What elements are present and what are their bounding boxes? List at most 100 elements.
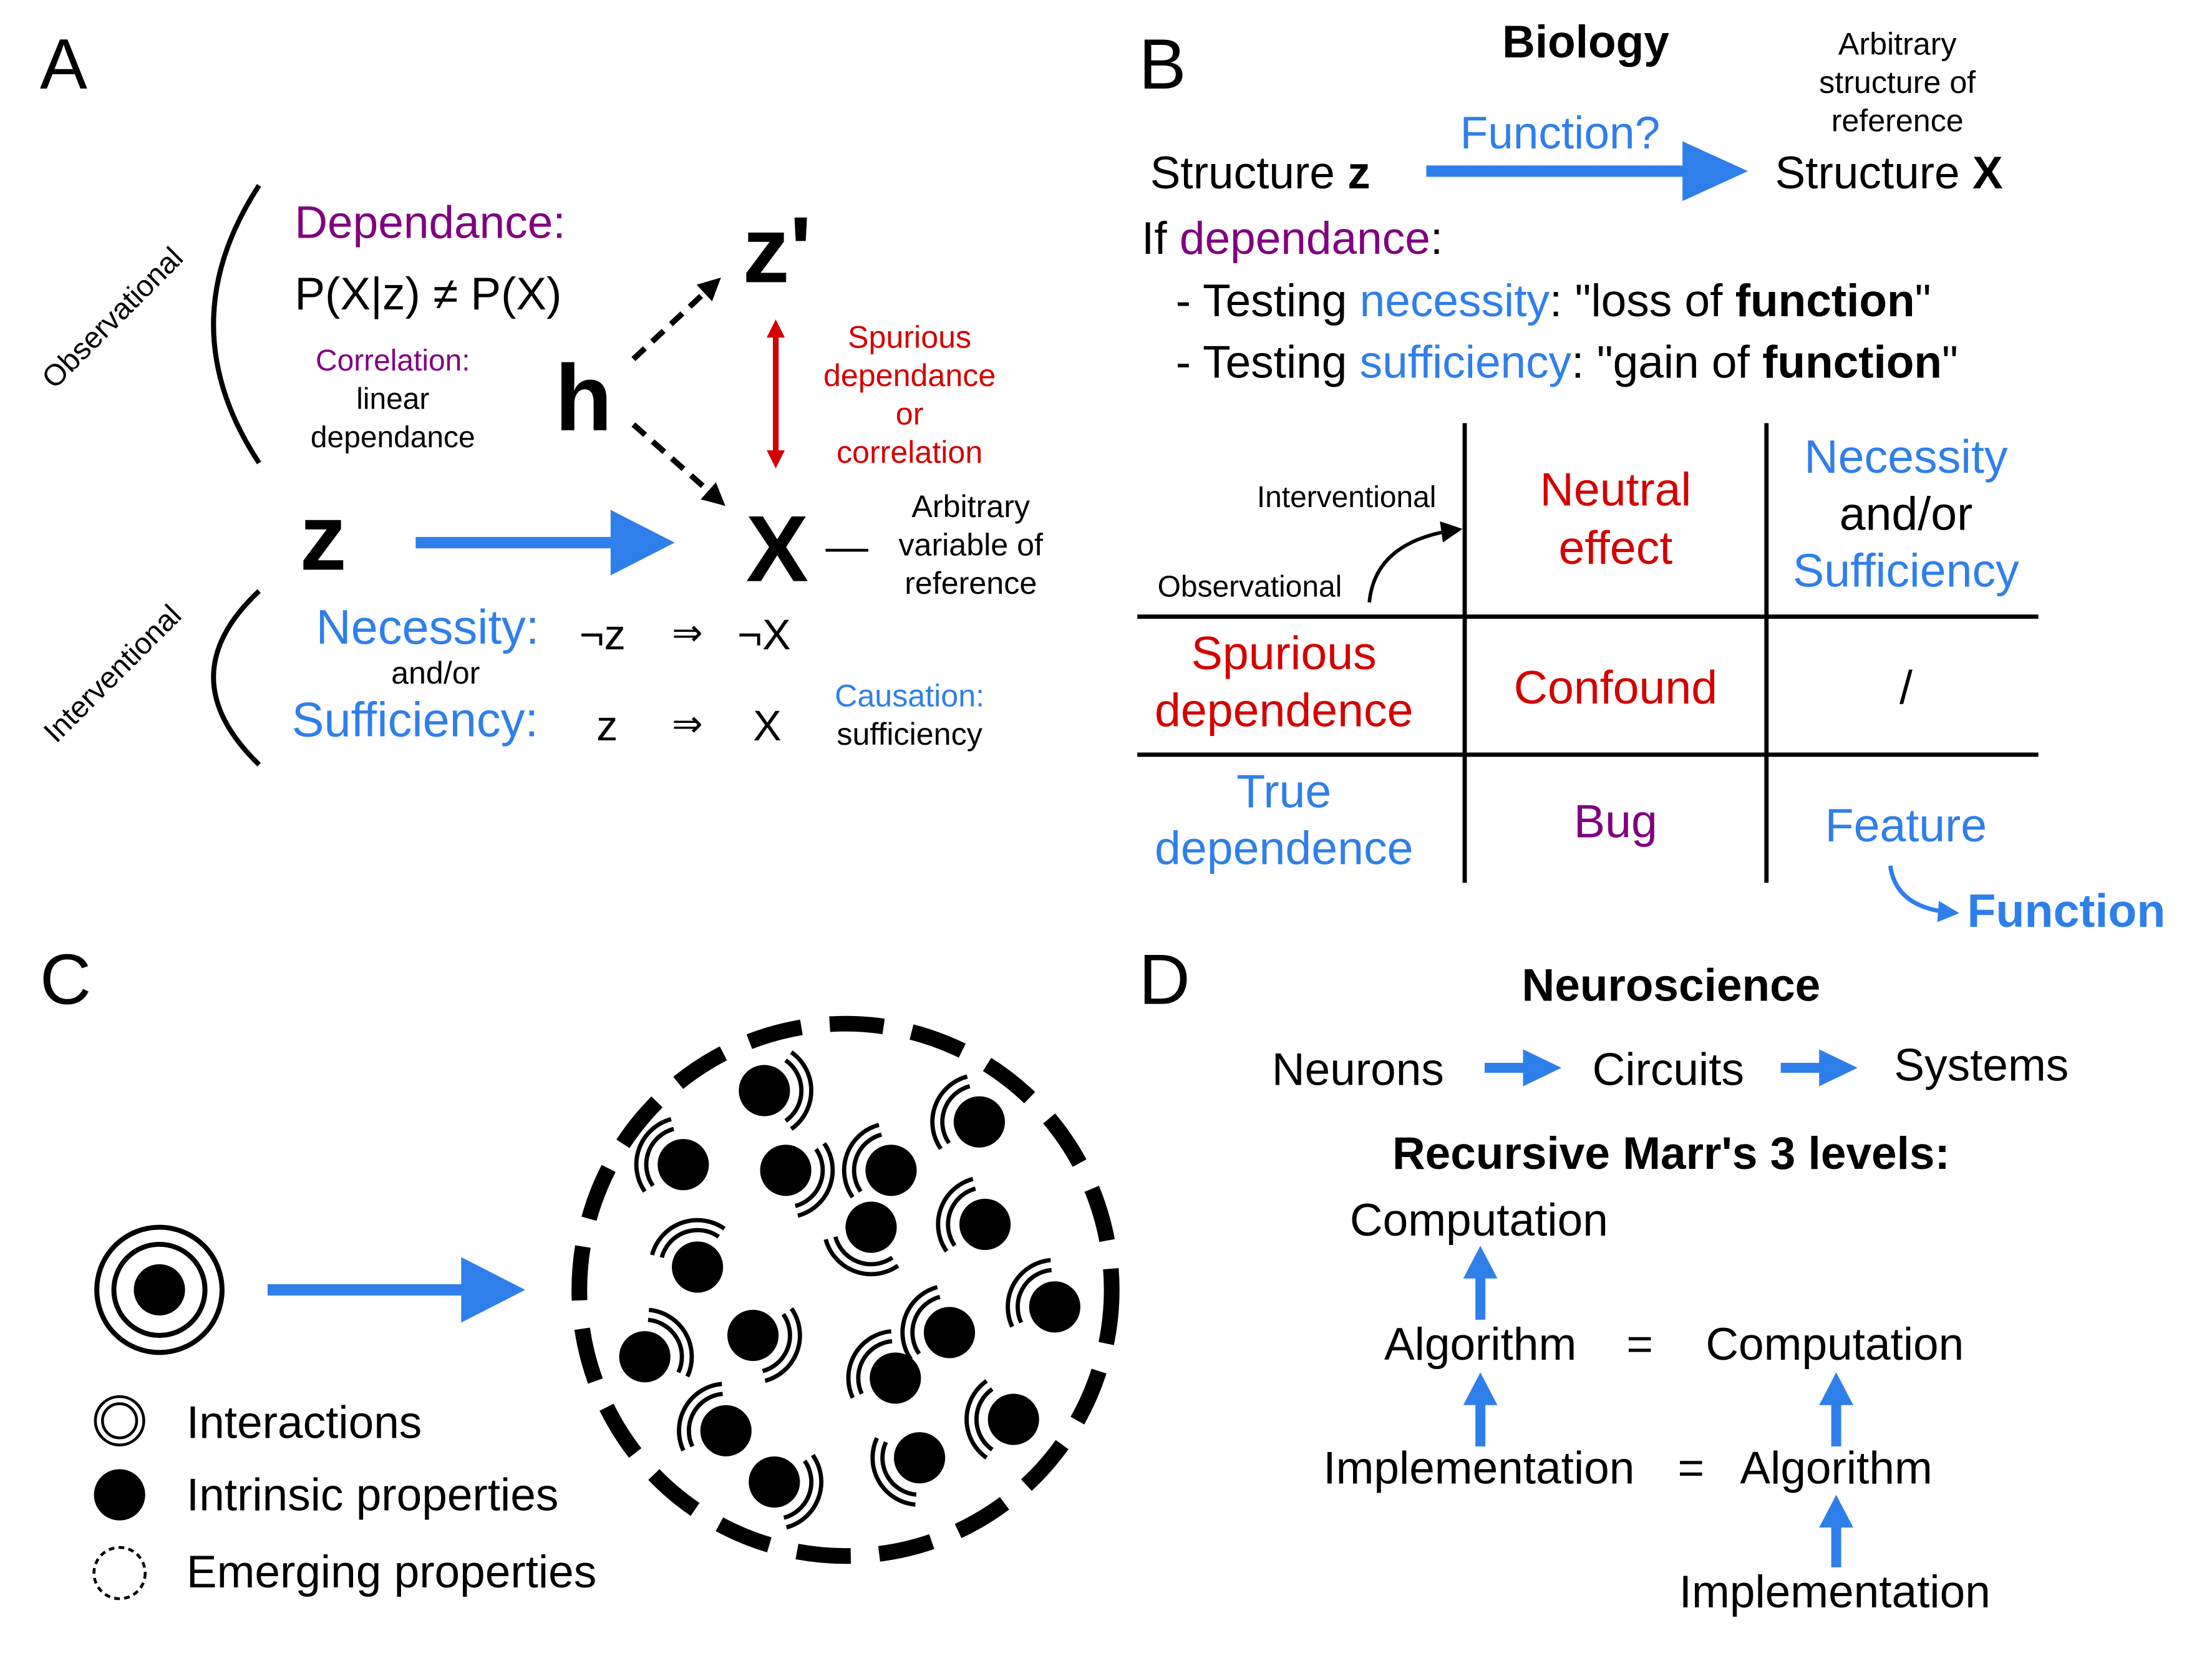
testing-sufficiency-line: - Testing sufficiency: "gain of function… (1176, 337, 1958, 387)
cluster-element-5 (865, 1145, 917, 1196)
marr-arrowhead-right-lower (1819, 1494, 1853, 1528)
correlation-line1: linear (356, 382, 429, 415)
h-to-x-arrow (631, 422, 725, 506)
implementation-bottom: Implementation (1679, 1567, 1991, 1617)
cluster-interaction-arc-7-2 (936, 1176, 974, 1253)
cell-spurious-line1: Spurious (1191, 627, 1377, 679)
panel-c-letter: C (40, 940, 91, 1019)
andor-label: and/or (391, 656, 480, 690)
legend-emerging: Emerging properties (187, 1547, 596, 1597)
cell-neutral-line2: effect (1558, 521, 1672, 574)
ref-structure-line3: reference (1831, 104, 1964, 138)
circuits-to-systems-arrowhead (1819, 1049, 1858, 1087)
cluster-interaction-arc-17-2 (785, 1453, 823, 1530)
node-h: h (555, 346, 613, 450)
panel-c: C Interactions Intrinsic properties Emer… (40, 940, 1120, 1600)
implementation-left: Implementation (1323, 1443, 1634, 1493)
panel-b: B Biology Arbitrary structure of referen… (1137, 17, 2165, 937)
necessity-label: Necessity: (316, 601, 540, 654)
marr-arrowhead-left-lower (1463, 1372, 1498, 1405)
cell-necessity: Necessity (1804, 430, 2008, 483)
cluster-interaction-arc-11-2 (900, 1285, 938, 1361)
observational-label: Observational (36, 241, 189, 395)
sufficiency-right: X (753, 702, 782, 750)
cluster-element-8 (672, 1241, 724, 1293)
marr-arrowhead-right-upper (1819, 1372, 1853, 1405)
equals-lower: = (1678, 1443, 1705, 1493)
node-x: X (746, 496, 808, 601)
node-zprime: z' (742, 197, 812, 302)
node-z: z (299, 485, 346, 589)
computation-top: Computation (1350, 1195, 1608, 1246)
cluster-element-16 (894, 1432, 946, 1484)
emergent-cluster (571, 1015, 1120, 1564)
spurious-line1: Spurious (848, 319, 971, 354)
neuroscience-title: Neuroscience (1522, 961, 1821, 1011)
table-corner-arrow (1367, 521, 1463, 603)
cluster-interaction-arc-1-2 (790, 1050, 813, 1131)
legend-interactions-icon (94, 1395, 145, 1446)
function-question: Function? (1460, 108, 1661, 158)
cell-true-line1: True (1236, 765, 1331, 817)
circuits-label: Circuits (1593, 1044, 1744, 1095)
correlation-line2: dependance (311, 421, 475, 454)
cluster-interaction-arc-2-1 (940, 1084, 971, 1145)
panel-d-letter: D (1138, 940, 1190, 1019)
cluster-interaction-arc-15-1 (686, 1392, 723, 1448)
cluster-interaction-arc-2-2 (930, 1074, 968, 1150)
reference-line3: reference (905, 566, 1037, 601)
cell-neutral-line1: Neutral (1540, 463, 1692, 516)
interventional-label: Interventional (37, 599, 188, 749)
equals-upper: = (1626, 1319, 1653, 1370)
cluster-element-7 (959, 1198, 1011, 1251)
emerging-boundary (571, 1015, 1120, 1564)
cluster-interaction-arc-9-1 (1016, 1267, 1052, 1324)
cluster-interaction-arc-9-2 (1006, 1257, 1051, 1328)
algorithm-right: Algorithm (1740, 1443, 1932, 1493)
cluster-element-4 (760, 1145, 812, 1196)
cluster-element-1 (739, 1065, 790, 1116)
ref-structure-line1: Arbitrary (1838, 26, 1957, 61)
reference-line1: Arbitrary (911, 489, 1030, 524)
neurons-label: Neurons (1272, 1044, 1444, 1095)
reference-dash: — (825, 523, 868, 571)
structure-arrowhead (1682, 141, 1749, 201)
cluster-interaction-arc-13-2 (846, 1329, 891, 1399)
cluster-interaction-arc-14-2 (964, 1379, 988, 1460)
cluster-interaction-arc-8-1 (659, 1227, 720, 1259)
cluster-interaction-arc-7-1 (946, 1186, 976, 1247)
table-interventional-label: Interventional (1257, 481, 1437, 514)
cluster-interaction-arc-12-2 (648, 1307, 694, 1378)
testing-necessity-line: - Testing necessity: "loss of function" (1176, 276, 1931, 326)
cluster-interaction-arc-8-2 (650, 1218, 726, 1256)
sufficiency-label: Sufficiency: (292, 693, 538, 747)
cell-feature: Feature (1825, 799, 1987, 851)
dependance-formula: P(X|z) ≠ P(X) (294, 269, 561, 319)
necessity-left: ¬z (580, 611, 626, 659)
function-label: Function (1967, 884, 2166, 937)
cluster-element-11 (923, 1307, 976, 1358)
cluster-element-3 (657, 1139, 709, 1191)
cluster-interaction-arc-6-1 (833, 1236, 894, 1267)
biology-title: Biology (1502, 17, 1669, 67)
cluster-interaction-arc-11-1 (910, 1294, 941, 1355)
panel-a: A Observational Interventional Dependanc… (36, 25, 1044, 767)
cluster-element-15 (700, 1405, 752, 1456)
cluster-interaction-arc-14-1 (974, 1387, 994, 1452)
cell-bug: Bug (1574, 795, 1657, 847)
cluster-interaction-arc-16-1 (880, 1441, 917, 1497)
cell-confound: Confound (1514, 661, 1718, 714)
cluster-interaction-arc-1-1 (784, 1058, 804, 1123)
cluster-interaction-arc-13-1 (856, 1339, 893, 1395)
structure-z-label: Structure z (1150, 148, 1370, 198)
cluster-interaction-arc-3-1 (644, 1126, 674, 1188)
cluster-interaction-arc-5-2 (842, 1123, 880, 1199)
feature-to-function-arrow (1888, 865, 1959, 922)
neurons-to-circuits-arrowhead (1523, 1049, 1562, 1087)
observational-bracket (211, 184, 261, 465)
panel-b-letter: B (1138, 25, 1186, 104)
cluster-interaction-arc-16-2 (870, 1437, 916, 1507)
spurious-line3: or (896, 397, 924, 432)
ref-structure-line2: structure of (1819, 65, 1976, 100)
